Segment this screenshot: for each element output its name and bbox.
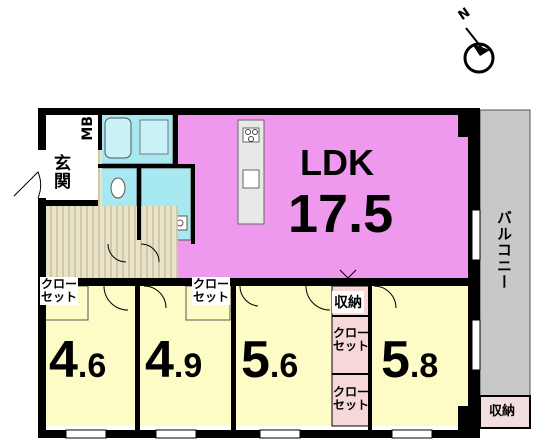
closet-label-center-2: クローセット <box>333 385 370 413</box>
ldk-size: 17.5 <box>288 184 394 244</box>
closet-label-room2: クローセット <box>192 277 231 306</box>
entrance-area <box>46 150 98 206</box>
balcony-area <box>479 109 531 429</box>
genkan-label: 玄関 <box>54 154 71 192</box>
room1-size: 4.6 <box>49 331 107 389</box>
room4-size: 5.8 <box>381 331 439 389</box>
walls <box>38 108 480 438</box>
outdoor-storage <box>479 395 531 429</box>
closet-label-center-1: クローセット <box>333 326 370 354</box>
ldk-area <box>178 114 468 278</box>
storage-label-center: 収納 <box>332 291 364 313</box>
windows <box>65 209 481 439</box>
mb-label: MB <box>80 116 96 141</box>
closet-label-room1: クローセット <box>40 277 79 306</box>
mb-area <box>76 114 98 150</box>
balcony-label: バルコニー <box>495 210 513 290</box>
ldk-label: LDK <box>300 142 374 183</box>
room3-size: 5.6 <box>241 331 299 389</box>
bedroom-3 <box>236 286 332 426</box>
room2-size: 4.9 <box>145 331 203 389</box>
bedroom-4 <box>370 286 474 426</box>
outdoor-storage-label: 収納 <box>489 404 516 419</box>
door-swings <box>13 171 397 311</box>
compass-icon <box>463 27 495 74</box>
hall-floor <box>46 206 178 278</box>
